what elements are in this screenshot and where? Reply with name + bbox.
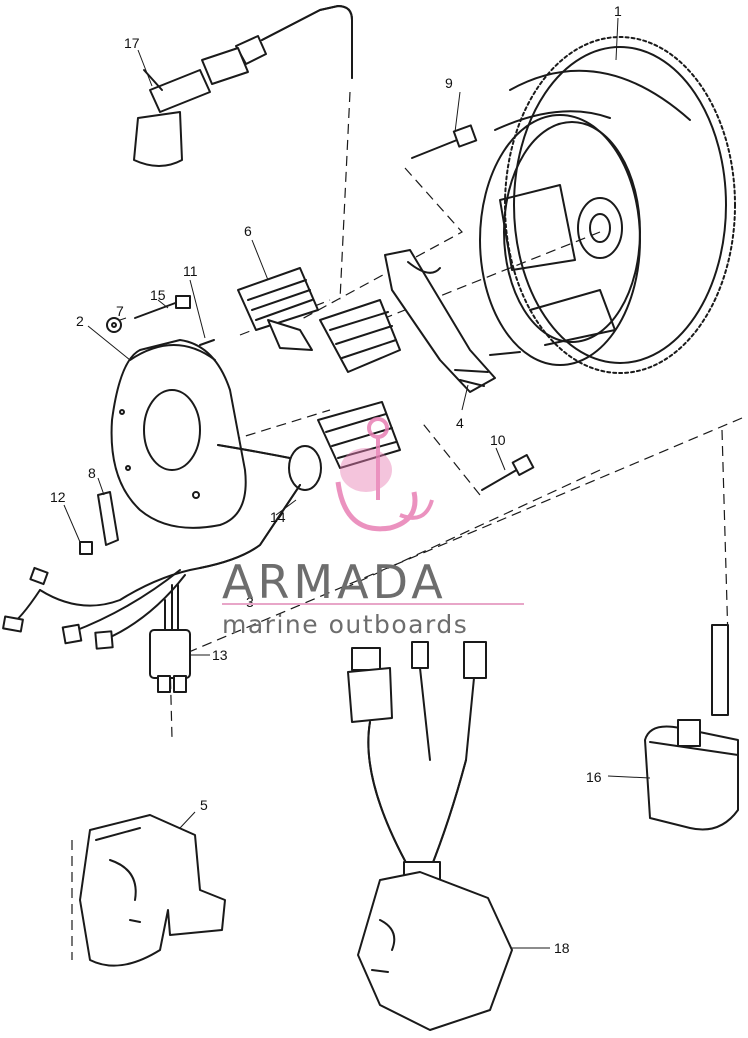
- small-hardware-parts: [79, 295, 215, 555]
- armada-watermark: ARMADA marine outboards: [222, 417, 524, 639]
- callout-3: 3: [246, 594, 254, 610]
- callout-11: 11: [183, 263, 198, 279]
- anchor-logo: [335, 417, 434, 532]
- callout-9: 9: [445, 75, 453, 91]
- leader-lines: [63, 17, 651, 949]
- callout-4: 4: [456, 415, 464, 431]
- callout-18: 18: [554, 940, 570, 956]
- callout-2: 2: [76, 313, 84, 329]
- stator-base-part: [110, 339, 322, 529]
- callout-13: 13: [212, 647, 228, 663]
- flywheel-part: [479, 36, 736, 374]
- callout-8: 8: [88, 465, 96, 481]
- callout-10: 10: [490, 432, 506, 448]
- regulator-part: [79, 814, 226, 967]
- callout-6: 6: [244, 223, 252, 239]
- callout-7: 7: [116, 303, 124, 319]
- callout-1: 1: [614, 3, 622, 19]
- watermark-tagline: marine outboards: [222, 610, 468, 639]
- rectifier-part: [644, 624, 739, 831]
- watermark-brand: ARMADA: [222, 555, 447, 609]
- spark-plug-cap-part: [133, 5, 353, 167]
- cdi-unit-part: [347, 641, 513, 1031]
- wire-harness-part: [2, 484, 301, 693]
- callout-5: 5: [200, 797, 208, 813]
- callout-labels: 1 2 3 4 5 6 7 8 9 10 11 12 13 14 15 16 1…: [50, 3, 622, 956]
- callout-12: 12: [50, 489, 66, 505]
- callout-16: 16: [586, 769, 602, 785]
- callout-17: 17: [124, 35, 140, 51]
- bolt-parts: [411, 124, 535, 491]
- callout-14: 14: [270, 509, 286, 525]
- callout-15: 15: [150, 287, 166, 303]
